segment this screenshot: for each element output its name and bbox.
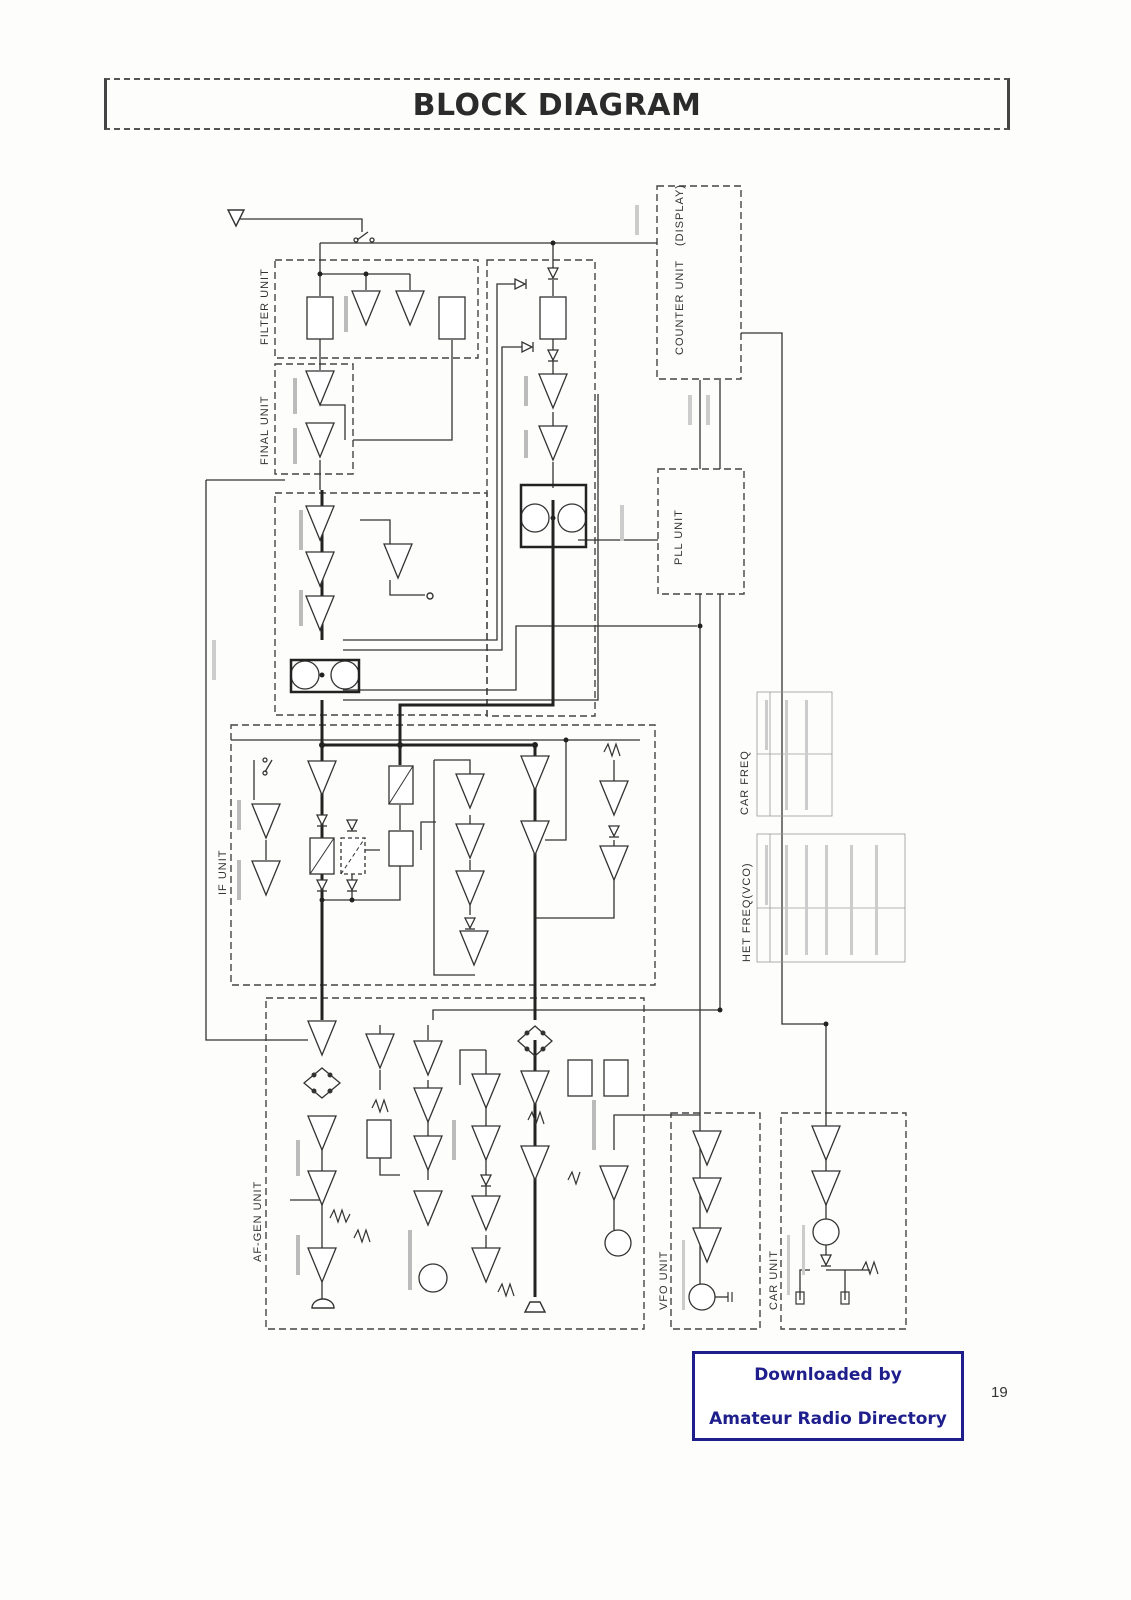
diode-bridges	[302, 1025, 553, 1099]
final-unit-label: FINAL UNIT	[259, 396, 271, 466]
antenna-line	[236, 218, 363, 232]
het-freq-label: HET FREQ(VCO)	[741, 862, 753, 962]
car-freq-table	[756, 691, 833, 817]
microphone-icon	[311, 1298, 335, 1309]
car-unit-label: CAR UNIT	[768, 1250, 780, 1310]
page-title: BLOCK DIAGRAM	[412, 88, 702, 123]
tr-relay-switch	[262, 231, 375, 776]
if-unit-box	[230, 724, 656, 986]
main-signal-paths	[320, 490, 555, 1297]
tr-relay-line	[320, 242, 554, 270]
pll-unit-box	[657, 468, 745, 595]
tx-rx-unit-box	[486, 259, 596, 717]
display-label: (DISPLAY)	[674, 184, 686, 246]
car-unit-box	[780, 1112, 907, 1330]
counter-unit-label: COUNTER UNIT	[674, 260, 686, 355]
downloaded-by-badge[interactable]: Downloaded by Amateur Radio Directory	[692, 1351, 964, 1441]
vfo-unit-label: VFO UNIT	[658, 1251, 670, 1310]
component-label-marks	[212, 205, 878, 1310]
diodes	[315, 267, 833, 1267]
het-freq-table	[756, 833, 906, 963]
pll-unit-label: PLL UNIT	[673, 509, 685, 565]
vfo-unit-box	[670, 1112, 761, 1330]
antenna-icon	[226, 209, 246, 228]
af-gen-unit-label: AF-GEN UNIT	[252, 1181, 264, 1262]
if-unit-label: IF UNIT	[217, 850, 229, 896]
car-freq-label: CAR FREQ	[739, 750, 751, 815]
counter-unit-box	[656, 185, 742, 380]
mixers	[290, 503, 840, 1311]
amplifiers	[251, 290, 841, 1283]
filters	[306, 296, 629, 1159]
badge-line-2: Amateur Radio Directory	[709, 1409, 947, 1429]
speaker-icon	[523, 1301, 547, 1313]
key-jack-icon	[426, 592, 434, 600]
filter-unit-label: FILTER UNIT	[259, 268, 271, 345]
filter-unit-box	[274, 259, 479, 359]
junctions	[317, 240, 829, 1027]
title-frame: BLOCK DIAGRAM	[104, 78, 1010, 130]
af-gen-unit-box	[265, 997, 645, 1330]
badge-line-1: Downloaded by	[754, 1365, 902, 1385]
page-number: 19	[991, 1384, 1008, 1401]
filter-diagonals	[309, 765, 414, 875]
final-unit-box	[274, 363, 354, 475]
